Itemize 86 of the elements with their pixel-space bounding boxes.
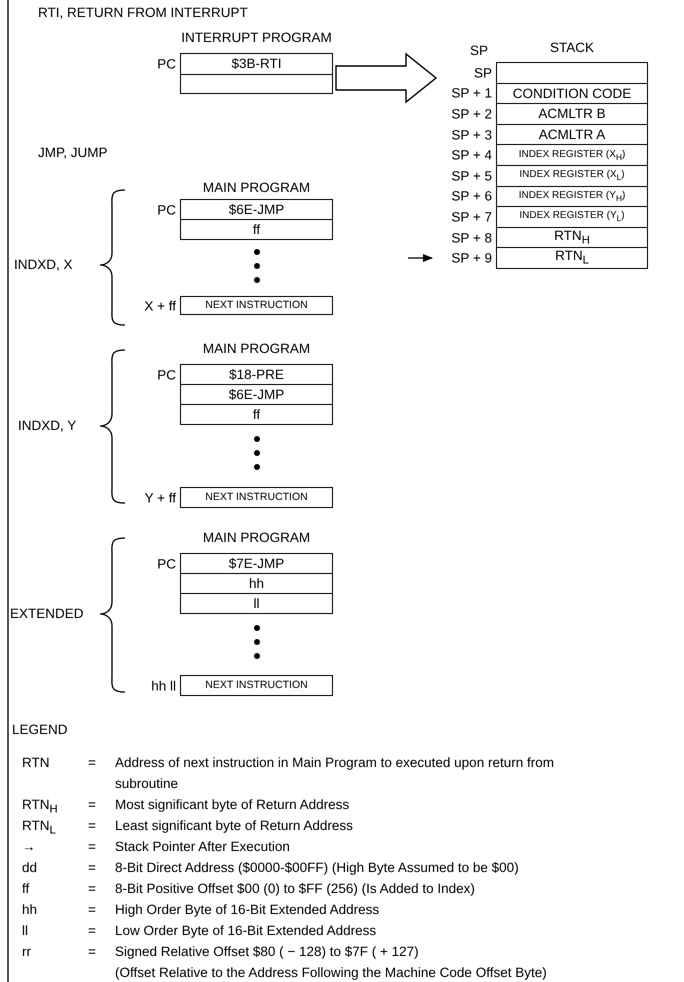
cell-text: RTN$_{L}$ bbox=[555, 249, 589, 268]
cell-text: hh bbox=[248, 576, 264, 590]
address-label: SP + 1 bbox=[451, 86, 492, 101]
legend-definition: Signed Relative Offset $80 ( − 128) to $7F ( + 127) bbox=[115, 943, 420, 961]
cell-text: ll bbox=[254, 596, 260, 610]
memory-cell bbox=[180, 404, 333, 425]
cell-text: $7E-JMP bbox=[228, 556, 284, 570]
column-heading: MAIN PROGRAM bbox=[202, 341, 312, 356]
equals-sign: = bbox=[88, 838, 96, 856]
section-heading: RTI, RETURN FROM INTERRUPT bbox=[38, 4, 248, 22]
cell-text: NEXT INSTRUCTION bbox=[205, 492, 308, 503]
legend-term: dd bbox=[22, 859, 38, 877]
legend-definition: Low Order Byte of 16-Bit Extended Address bbox=[115, 922, 378, 940]
legend-term: ll bbox=[22, 922, 28, 940]
column-heading: INTERRUPT PROGRAM bbox=[180, 30, 333, 45]
column-heading: MAIN PROGRAM bbox=[202, 530, 312, 545]
legend-term: rr bbox=[22, 943, 31, 961]
legend-definition: Address of next instruction in Main Program to executed upon return from subroutine bbox=[115, 754, 555, 793]
address-label: SP + 5 bbox=[451, 168, 492, 184]
address-label: SP + 2 bbox=[451, 106, 492, 122]
address-label: Y + ff bbox=[144, 490, 176, 505]
cell-text: ACMLTR A bbox=[538, 128, 606, 142]
cell-text: ACMLTR B bbox=[538, 107, 606, 121]
address-label: SP + 8 bbox=[451, 230, 492, 246]
cell-text: $18-PRE bbox=[229, 368, 284, 382]
address-label: SP + 6 bbox=[451, 188, 492, 204]
cell-text: CONDITION CODE bbox=[512, 86, 632, 100]
equals-sign: = bbox=[88, 922, 96, 940]
memory-cell bbox=[180, 573, 333, 594]
legend-term: RTN bbox=[22, 754, 50, 772]
equals-sign: = bbox=[88, 859, 96, 877]
cell-text: ff bbox=[252, 222, 260, 236]
legend-definition: High Order Byte of 16-Bit Extended Address bbox=[115, 901, 380, 919]
address-label: X + ff bbox=[144, 298, 176, 313]
legend-definition: 8-Bit Positive Offset $00 (0) to $FF (256) (Is Added to Index) bbox=[115, 880, 476, 898]
equals-sign: = bbox=[88, 901, 96, 919]
legend-definition: Most significant byte of Return Address bbox=[115, 796, 350, 814]
cell-text: ff bbox=[252, 408, 260, 422]
address-label: SP + 4 bbox=[451, 148, 492, 163]
memory-cell bbox=[180, 74, 333, 94]
section-heading: JMP, JUMP bbox=[38, 144, 108, 162]
column-heading: MAIN PROGRAM bbox=[202, 180, 312, 195]
legend-term: ff bbox=[22, 880, 30, 898]
legend-definition: Least significant byte of Return Address bbox=[115, 817, 354, 835]
cell-text: INDEX REGISTER (X$_{L}$) bbox=[519, 170, 625, 182]
arrow bbox=[408, 254, 433, 262]
legend-definition: Stack Pointer After Execution bbox=[115, 838, 291, 856]
section-heading: LEGEND bbox=[12, 721, 68, 739]
memory-cell bbox=[180, 384, 333, 405]
address-label: SP + 7 bbox=[451, 209, 492, 224]
cell-text: $3B-RTI bbox=[231, 57, 282, 71]
address-label: PC bbox=[157, 367, 176, 382]
address-label: SP bbox=[474, 65, 492, 80]
brace-label: EXTENDED bbox=[10, 605, 84, 623]
cell-text: $6E-JMP bbox=[228, 388, 284, 402]
address-label: PC bbox=[157, 56, 176, 72]
memory-cell bbox=[180, 219, 333, 240]
hollow-block-arrow bbox=[335, 52, 438, 104]
brace-label: INDXD, Y bbox=[18, 417, 76, 435]
equals-sign: = bbox=[88, 796, 96, 814]
equals-sign: = bbox=[88, 943, 96, 961]
cell-text: INDEX REGISTER (Y$_{H}$) bbox=[518, 190, 626, 202]
brace-label: INDXD, X bbox=[14, 256, 73, 274]
cell-text: RTN$_{H}$ bbox=[554, 228, 590, 247]
cell-text: INDEX REGISTER (X$_{H}$) bbox=[518, 150, 626, 161]
cell-text: INDEX REGISTER (Y$_{L}$) bbox=[519, 211, 625, 223]
legend-term: RTN$_{H}$ bbox=[22, 796, 58, 818]
address-label: PC bbox=[157, 202, 176, 217]
address-label: PC bbox=[157, 556, 176, 571]
legend-term: RTN$_{L}$ bbox=[22, 817, 56, 839]
address-label: SP + 3 bbox=[451, 127, 492, 142]
column-heading: STACK bbox=[548, 40, 595, 55]
address-label: SP + 9 bbox=[451, 250, 492, 266]
legend-definition: (Offset Relative to the Address Following the Machine Code Offset Byte) bbox=[115, 964, 548, 982]
address-label: hh ll bbox=[151, 678, 176, 693]
equals-sign: = bbox=[88, 754, 96, 772]
equals-sign: = bbox=[88, 817, 96, 835]
address-label: SP bbox=[470, 42, 488, 60]
cell-text: NEXT INSTRUCTION bbox=[205, 300, 308, 311]
cell-text: NEXT INSTRUCTION bbox=[205, 680, 308, 691]
equals-sign: = bbox=[88, 880, 96, 898]
cell-text: $6E-JMP bbox=[228, 202, 284, 216]
legend-term: hh bbox=[22, 901, 38, 919]
legend-definition: 8-Bit Direct Address ($0000-$00FF) (High Byte Assumed to be $00) bbox=[115, 859, 520, 877]
legend-term: → bbox=[22, 838, 36, 856]
memory-cell bbox=[180, 593, 333, 614]
